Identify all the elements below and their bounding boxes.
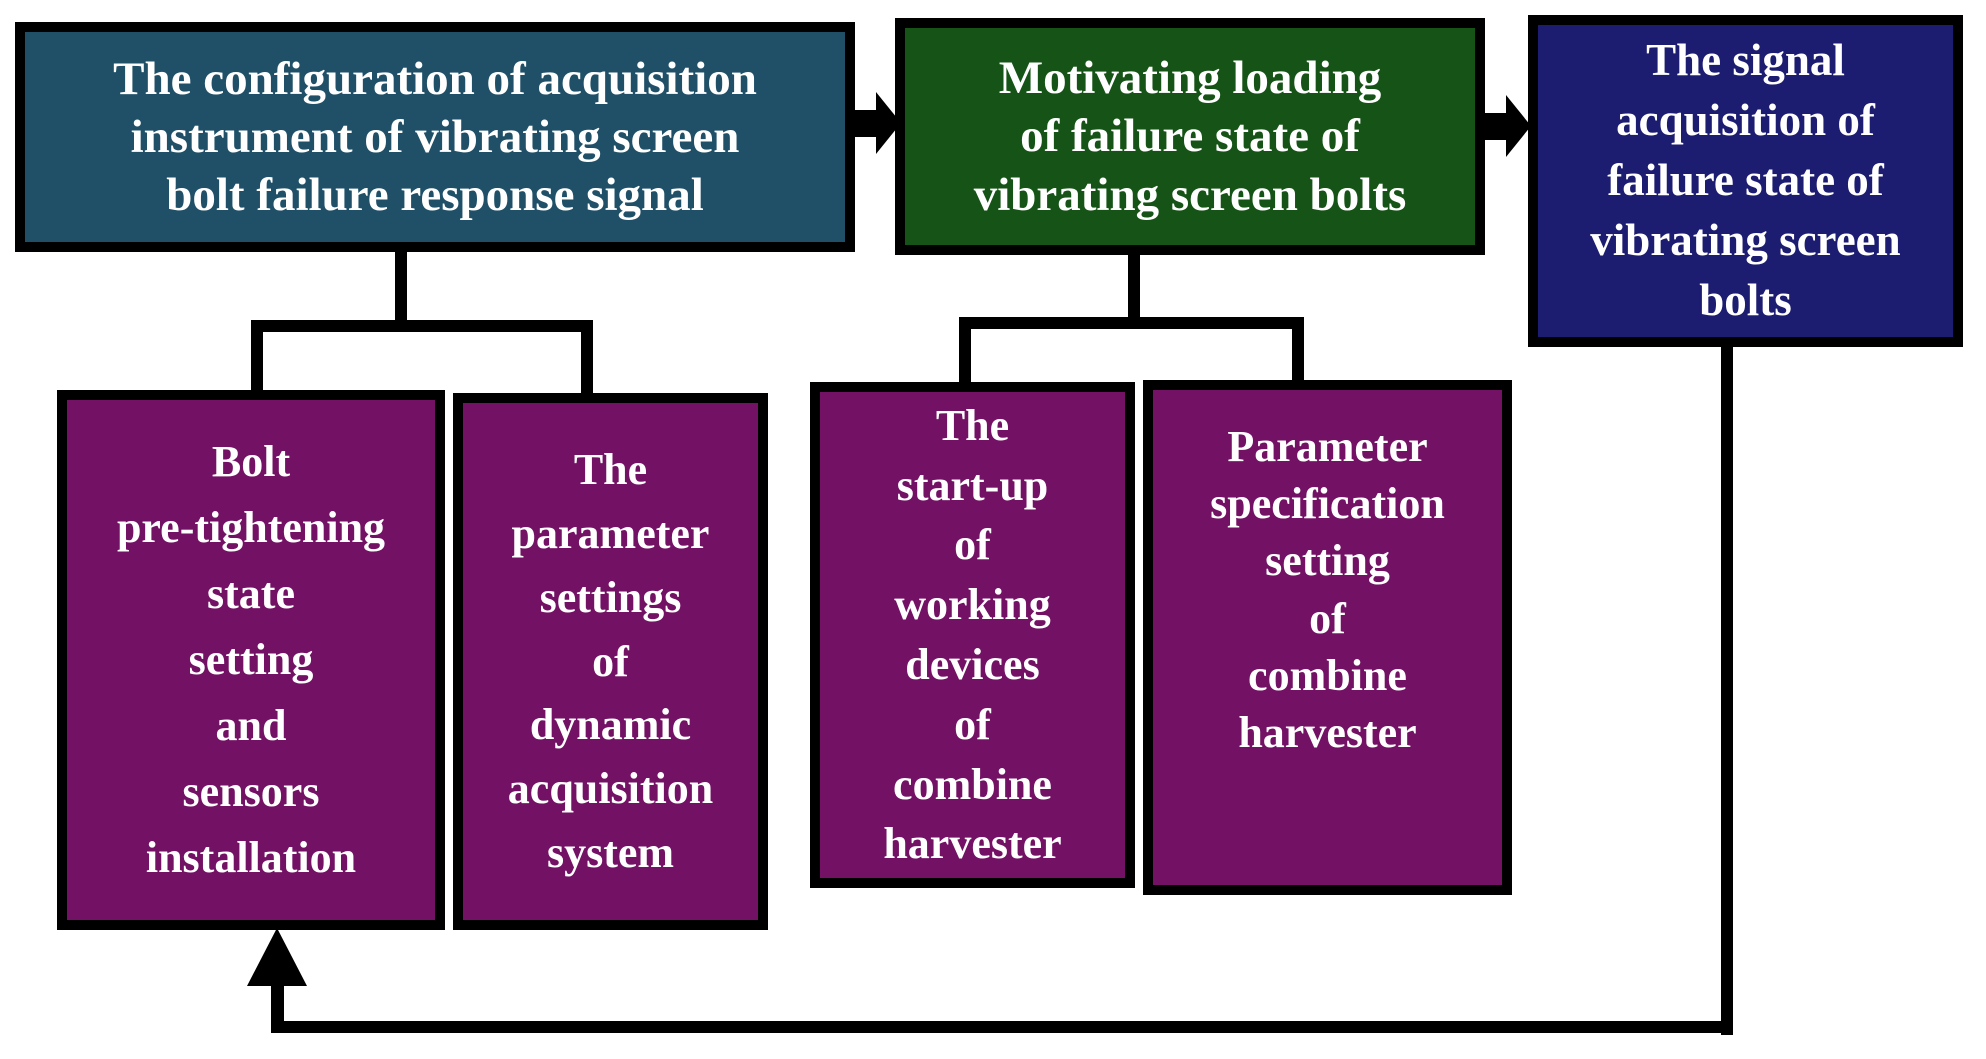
flow-arrow-right-icon — [1482, 113, 1506, 140]
feedback-line-vertical-right — [1721, 345, 1733, 1035]
connector-loading-drop-left — [959, 317, 971, 387]
box-parameter-specification: Parameter specification setting of combi… — [1143, 380, 1512, 895]
box-parameter-settings-label: The parameter settings of dynamic acquis… — [507, 445, 714, 877]
connector-config-stub — [395, 250, 407, 332]
box-parameter-specification-label: Parameter specification setting of combi… — [1210, 422, 1445, 757]
connector-loading-drop-right — [1292, 317, 1304, 387]
box-motivating-loading-label: Motivating loading of failure state of v… — [973, 52, 1407, 221]
flow-arrow-right-icon — [852, 110, 876, 137]
box-bolt-pretightening: Bolt pre-tightening state setting and se… — [57, 390, 445, 930]
connector-config-drop-left — [251, 320, 263, 394]
box-parameter-settings: The parameter settings of dynamic acquis… — [453, 393, 768, 930]
box-startup-working-devices: The start-up of working devices of combi… — [810, 382, 1135, 888]
box-startup-working-devices-label: The start-up of working devices of combi… — [883, 400, 1062, 869]
box-signal-acquisition-label: The signal acquisition of failure state … — [1590, 35, 1901, 325]
flow-arrow-right-head-icon — [1506, 95, 1531, 157]
connector-config-drop-right — [581, 320, 593, 398]
flow-arrow-right-head-icon — [876, 92, 901, 154]
connector-loading-horizontal — [959, 317, 1304, 329]
box-motivating-loading: Motivating loading of failure state of v… — [895, 18, 1485, 255]
feedback-arrow-up-icon — [247, 928, 307, 986]
connector-config-horizontal — [251, 320, 593, 332]
connector-loading-stub — [1128, 252, 1140, 329]
box-acquisition-configuration: The configuration of acquisition instrum… — [15, 22, 855, 252]
box-acquisition-configuration-label: The configuration of acquisition instrum… — [113, 52, 757, 222]
box-signal-acquisition: The signal acquisition of failure state … — [1528, 15, 1963, 347]
box-bolt-pretightening-label: Bolt pre-tightening state setting and se… — [116, 437, 386, 882]
feedback-line-horizontal-bottom — [271, 1021, 1733, 1033]
feedback-line-shaft-left — [271, 983, 284, 1033]
